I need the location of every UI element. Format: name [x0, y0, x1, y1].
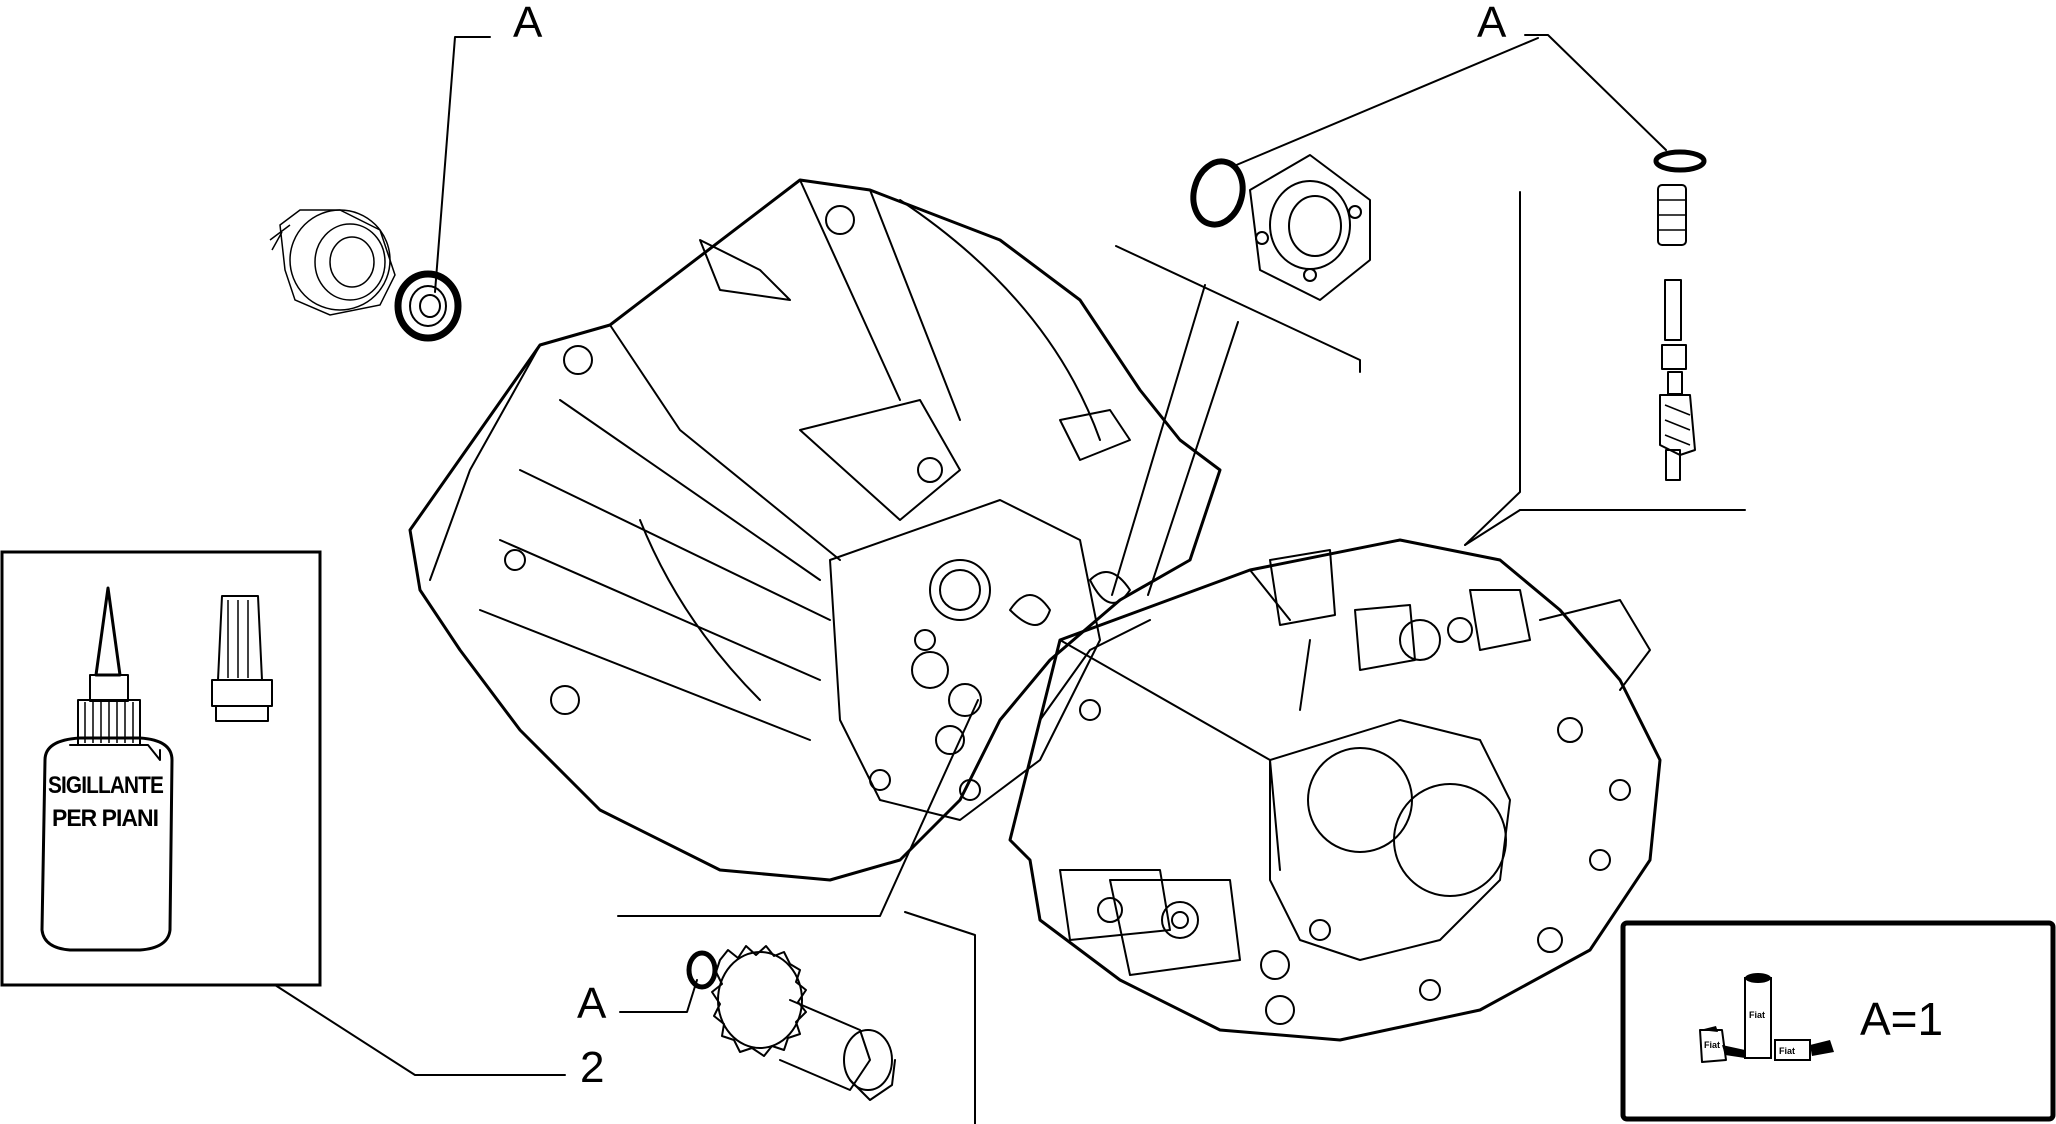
callout-a-bottom: A: [577, 979, 607, 1028]
legend-kit-icon: Fiat Fiat Fiat: [1699, 973, 1834, 1063]
legend-kit-label-2: Fiat: [1749, 1010, 1765, 1020]
speedometer-driven-gear: [711, 945, 896, 1101]
legend-kit-label-1: Fiat: [1704, 1040, 1720, 1050]
sealant-label-line-1: SIGILLANTE: [48, 772, 164, 799]
sealant-cap: [211, 595, 273, 722]
legend-box: Fiat Fiat Fiat A=1: [1620, 920, 2056, 1122]
callout-a-top-left: A: [513, 0, 543, 47]
sealant-box: [0, 550, 322, 987]
input-shaft-bearing-flange: [269, 209, 396, 316]
sealant-label-line-2: PER PIANI: [52, 805, 158, 832]
legend-formula: A=1: [1860, 993, 1943, 1045]
sealant-tube: SIGILLANTE PER PIANI: [40, 586, 174, 952]
o-ring-small-bottom: [686, 950, 718, 990]
speedometer-drive-pinion: [1653, 149, 1707, 481]
callout-2: 2: [580, 1043, 604, 1092]
oil-seal-ring-left: [394, 270, 462, 342]
output-flange-plate: [1249, 154, 1371, 301]
callout-a-top-right: A: [1477, 0, 1507, 47]
leader-lines: [274, 34, 1746, 1124]
o-ring-top: [1190, 158, 1246, 228]
legend-kit-label-3: Fiat: [1779, 1046, 1795, 1056]
gearbox-case: [1008, 538, 1662, 1042]
clutch-housing: [408, 178, 1222, 882]
